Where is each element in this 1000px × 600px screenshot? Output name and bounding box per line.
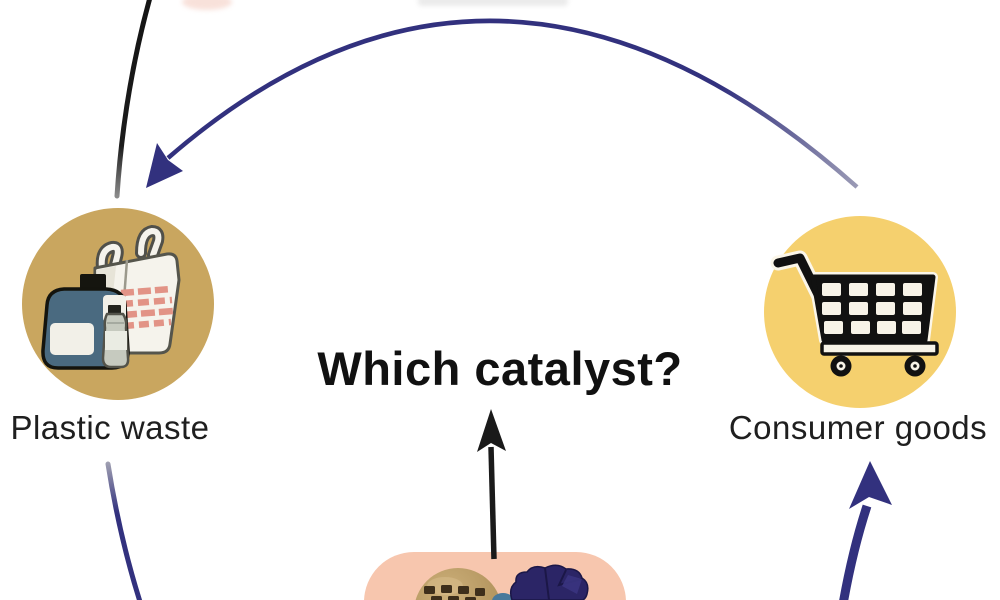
catalyst-node: [364, 552, 626, 600]
plastic-waste-label: Plastic waste: [10, 409, 210, 446]
cropped-content-remnant-gray: [418, 0, 568, 6]
plastic-waste-node: [22, 208, 214, 400]
plastic-bottle-icon: [101, 305, 130, 369]
black-curve-arrow: [114, 0, 152, 199]
shopping-cart-icon: [770, 250, 939, 377]
question-text: Which catalyst?: [317, 342, 683, 395]
top-cycle-arc: [166, 18, 859, 189]
left-cycle-arc: [105, 461, 143, 600]
right-cycle-arc: [839, 504, 872, 600]
consumer-goods-node: [764, 216, 956, 408]
catalyst-pellet-icon: [415, 568, 501, 600]
catalyst-crystal-icon: [509, 564, 589, 600]
question-arrowhead-icon: [477, 409, 506, 452]
right-cycle-arrowhead-icon: [849, 461, 892, 509]
question-arrow: [477, 409, 506, 560]
cropped-content-remnant-pink: [182, 0, 232, 10]
consumer-goods-label: Consumer goods: [728, 409, 988, 446]
catalyst-fragment-icon: [492, 593, 514, 600]
top-cycle-arrowhead-icon: [146, 143, 183, 188]
